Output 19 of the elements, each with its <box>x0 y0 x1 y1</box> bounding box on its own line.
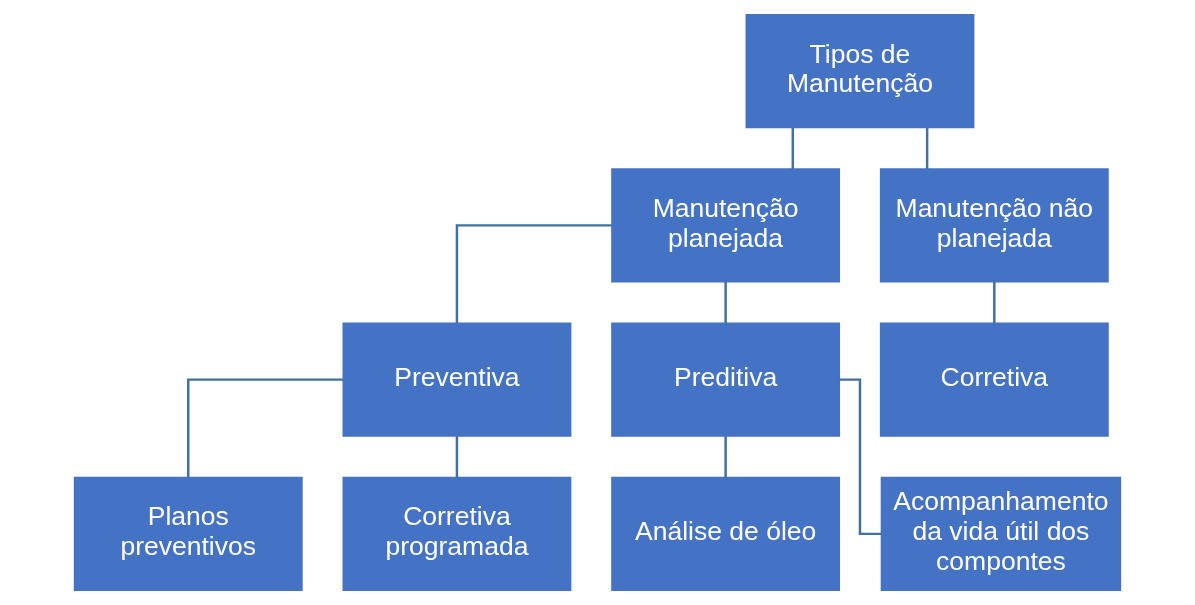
node-box: Corretiva <box>879 322 1109 437</box>
connector <box>724 281 727 324</box>
node-box: Corretiva programada <box>342 476 572 592</box>
node-box: Manutenção planejada <box>611 168 841 283</box>
node-box: Análise de óleo <box>611 476 841 592</box>
node-box: Manutenção não planejada <box>879 168 1109 283</box>
connector <box>724 436 727 478</box>
node-box: Preditiva <box>611 322 841 437</box>
connector <box>993 281 996 324</box>
node-box: Planos preventivos <box>73 476 303 592</box>
connector <box>791 127 795 169</box>
connector <box>925 127 929 169</box>
connector <box>187 378 343 478</box>
node-box: Acompanhamento da vida útil dos compontes <box>880 476 1122 592</box>
connector <box>455 436 459 478</box>
node-box: Preventiva <box>342 322 572 437</box>
connector <box>455 224 612 324</box>
connector <box>839 378 882 536</box>
node-box: Tipos de Manutenção <box>745 13 975 129</box>
